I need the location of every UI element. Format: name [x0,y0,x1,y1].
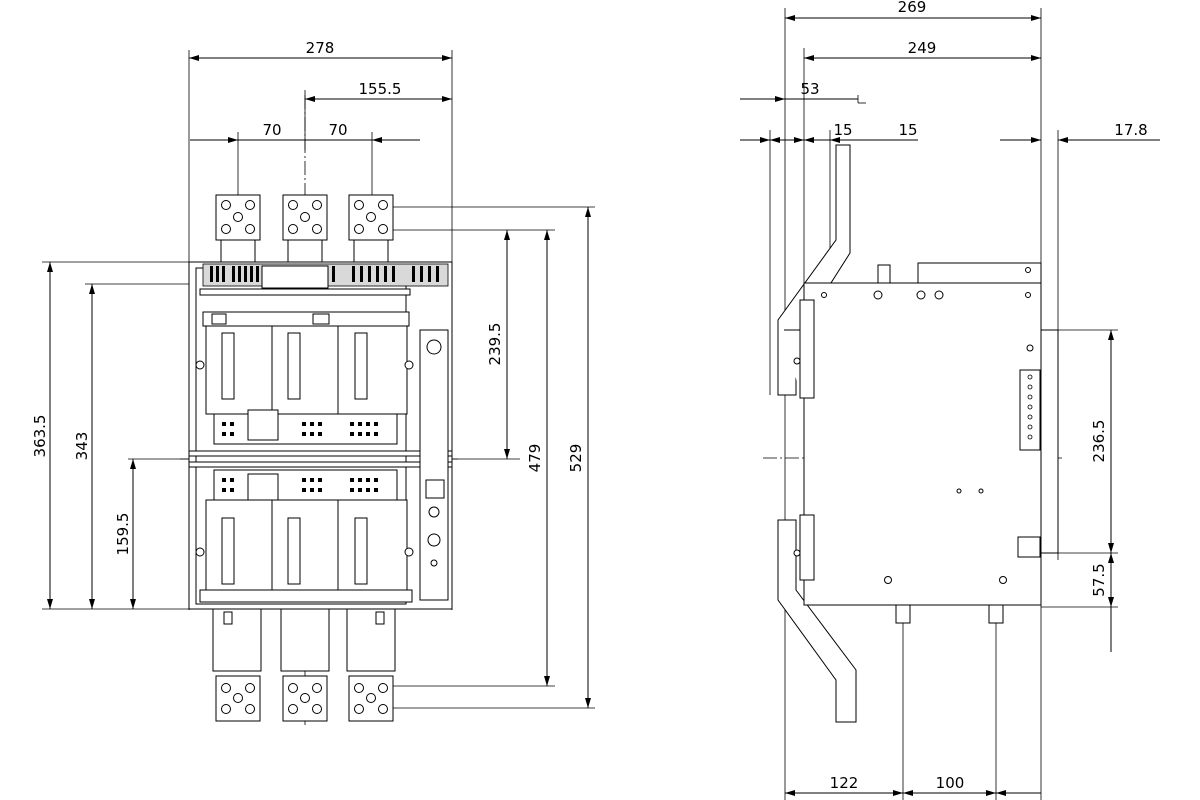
dim-height-159: 159.5 [114,513,132,556]
breaker-body-front [188,261,453,610]
dim-height-236: 236.5 [1090,420,1108,463]
dim-bottom-100: 100 [936,774,965,792]
top-terminal-right [348,194,394,265]
dim-height-529: 529 [567,444,585,473]
dim-height-57: 57.5 [1090,563,1108,596]
dim-height-239: 239.5 [486,323,504,366]
dim-height-363: 363.5 [31,415,49,458]
top-terminal-left [215,194,261,265]
front-view: 278 155.5 70 70 363.5 343 159.5 239.5 47… [31,39,595,728]
dim-height-343: 343 [73,432,91,461]
side-dimension-labels: 269 249 53 15 15 17.8 236.5 57.5 122 100 [800,0,1147,792]
bottom-terminals [212,608,396,722]
dim-overall-width: 278 [306,39,335,57]
side-view: 269 249 53 15 15 17.8 236.5 57.5 122 100 [740,0,1160,800]
side-bottom-busbar [777,519,857,723]
front-dimension-labels: 278 155.5 70 70 363.5 343 159.5 239.5 47… [31,39,585,555]
bottom-terminal-left [212,608,262,722]
dim-pole-pitch-left: 70 [262,121,281,139]
bottom-terminal-right [346,608,396,722]
dim-pole-pitch-right: 70 [328,121,347,139]
dim-15-right: 15 [898,121,917,139]
bottom-terminal-center [280,608,330,722]
dim-53: 53 [800,80,819,98]
side-dimension-lines [740,15,1160,796]
top-terminal-center [282,194,328,265]
dim-17-8: 17.8 [1114,121,1147,139]
dim-bottom-122: 122 [830,774,859,792]
dim-15-left: 15 [833,121,852,139]
dim-offset-right: 155.5 [359,80,402,98]
front-dimension-lines [47,55,591,708]
dim-depth-249: 249 [908,39,937,57]
dim-overall-depth: 269 [898,0,927,16]
dim-height-479: 479 [526,444,544,473]
top-terminals [215,194,394,265]
breaker-body-side [793,262,1059,624]
